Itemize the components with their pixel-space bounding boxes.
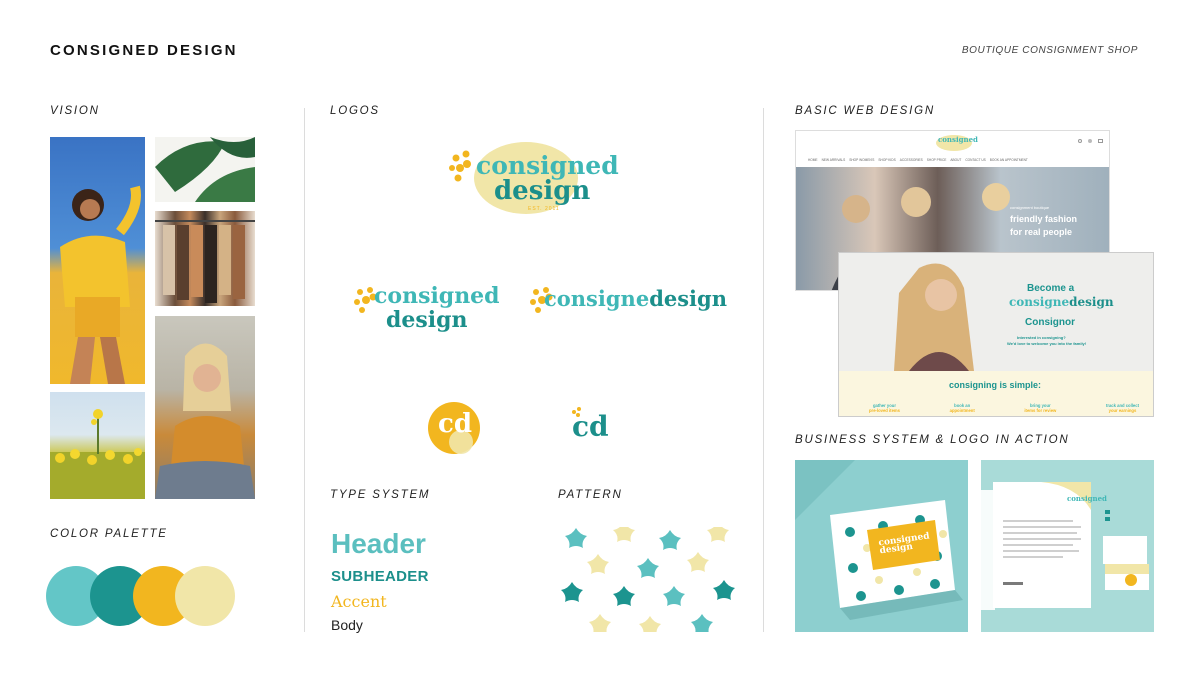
nav-item-about[interactable]: ABOUT [950, 158, 962, 162]
step-3-line2: items for review [1024, 408, 1057, 413]
consignor-logo-word2: design [1069, 295, 1114, 309]
primary-logo-est: EST. 2011 [528, 206, 560, 212]
monogram-plain-letters: cd [572, 410, 609, 443]
pattern-swatch [558, 527, 736, 632]
primary-logo-blob [449, 142, 578, 214]
consignor-word: Consignor [1025, 317, 1075, 328]
type-system-label: TYPE SYSTEM [330, 489, 431, 501]
logos-label: LOGOS [330, 105, 380, 117]
nav-item-shop-womens[interactable]: SHOP WOMEN'S [849, 158, 875, 162]
field-illustration [50, 409, 145, 499]
consignor-welcome: We'd love to welcome you into the family… [1007, 341, 1087, 346]
type-sample-accent: Accent [331, 592, 387, 611]
column-divider-left [304, 108, 305, 632]
color-palette-label: COLOR PALETTE [50, 528, 168, 540]
web-mockup-logo: consigned [936, 135, 978, 151]
brand-tagline: BOUTIQUE CONSIGNMENT SHOP [961, 45, 1138, 56]
step-4-line2: your earnings [1108, 408, 1137, 413]
nav-item-book[interactable]: BOOK AN APPOINTMENT [989, 158, 1028, 162]
search-icon[interactable] [1078, 139, 1082, 143]
web-mockup-consignor-page: Become a consignedesign Consignor Intere… [838, 252, 1154, 417]
inline-logo-word2: design [649, 286, 727, 311]
nav-item-home[interactable]: HOME [808, 158, 818, 162]
column-divider-right [763, 108, 764, 632]
stacked-logo: consigned design [352, 284, 500, 340]
monogram-badge-shape [428, 402, 480, 454]
monogram-badge-letters: cd [438, 409, 473, 439]
primary-logo-word1: consigned [476, 151, 619, 180]
vision-photo-flower-field [50, 392, 145, 499]
consignor-logo-inline: consignedesign [1009, 295, 1114, 309]
nav-item-shop-price[interactable]: SHOP PRICE [926, 158, 947, 162]
step-4-line1: track and collect [1105, 403, 1139, 408]
type-sample-body: Body [331, 617, 363, 633]
step-2-line2: appointment [949, 408, 975, 413]
web-design-label: BASIC WEB DESIGN [795, 105, 935, 117]
step-1-line2: pre-loved items [869, 408, 900, 413]
woman-illustration [60, 185, 141, 384]
type-sample-subheader: SUBHEADER [331, 568, 429, 585]
web-mockup-logo-text: consigned [938, 135, 978, 144]
web-mockup-nav: HOME NEW ARRIVALS SHOP WOMEN'S SHOP KIDS… [808, 158, 1098, 162]
nav-item-shop-kids[interactable]: SHOP KIDS [878, 158, 896, 162]
business-photo-box: consigned design [795, 460, 968, 632]
consignor-hero [839, 253, 1153, 371]
brand-title: CONSIGNED DESIGN [50, 42, 238, 59]
stacked-logo-word2: design [386, 307, 468, 333]
vision-photo-monstera-leaf [155, 137, 255, 202]
consignor-woman-illustration [894, 263, 974, 371]
inline-logo-word1: consigne [544, 286, 650, 311]
flower-pattern [561, 527, 735, 632]
vision-photo-woman-yellow [50, 137, 145, 384]
cart-icon[interactable] [1098, 139, 1103, 143]
step-2-line1: book an [954, 403, 971, 408]
vision-label: VISION [50, 105, 100, 117]
consignor-interested: Interested in consigning? [1017, 335, 1066, 340]
nav-item-new-arrivals[interactable]: NEW ARRIVALS [821, 158, 846, 162]
vision-photo-clothing-rack [155, 211, 255, 306]
inline-logo-text: consignedesign [544, 286, 727, 311]
consignor-become-a: Become a [1027, 283, 1075, 294]
primary-logo: consigned design EST. 2011 [446, 140, 619, 220]
monogram-plain-dots [572, 407, 581, 417]
hero-headline-line1: friendly fashion [1010, 214, 1078, 224]
primary-logo-word2: design [494, 176, 591, 206]
monogram-plain: cd [568, 406, 618, 448]
web-mockup-header-icons [1043, 139, 1103, 144]
nav-item-accessories[interactable]: ACCESSORIES [899, 158, 923, 162]
box-illustration [795, 460, 963, 620]
blonde-illustration [155, 343, 255, 499]
business-label: BUSINESS SYSTEM & LOGO IN ACTION [795, 434, 1070, 446]
consignor-simple-heading: consigning is simple: [949, 380, 1042, 390]
step-1-line1: gather your [872, 403, 896, 408]
hero-headline-line2: for real people [1010, 227, 1073, 237]
stacked-logo-word1: consigned [374, 283, 500, 309]
hero-small-text: consignment boutique [1010, 205, 1050, 210]
monogram-badge: cd [424, 402, 484, 456]
monstera-illustration [155, 137, 255, 202]
step-3-line1: bring your [1029, 403, 1051, 408]
account-icon[interactable] [1088, 139, 1092, 143]
pattern-label: PATTERN [558, 489, 623, 501]
inline-logo: consignedesign [528, 284, 727, 324]
stationery-illustration [981, 482, 1149, 610]
letterhead-logo: consigned [1067, 494, 1107, 503]
nav-item-contact[interactable]: CONTACT US [965, 158, 986, 162]
type-sample-header: Header [331, 528, 426, 559]
consignor-logo-word1: consigne [1009, 295, 1070, 309]
swatch-cream [175, 566, 235, 626]
vision-photo-blonde-woman [155, 316, 255, 499]
business-photo-stationery: consigned [981, 460, 1154, 632]
inline-logo-dots [530, 287, 553, 313]
stacked-logo-dots [354, 287, 377, 313]
consignor-simple-band [839, 371, 1153, 416]
rack-illustration [155, 220, 255, 303]
